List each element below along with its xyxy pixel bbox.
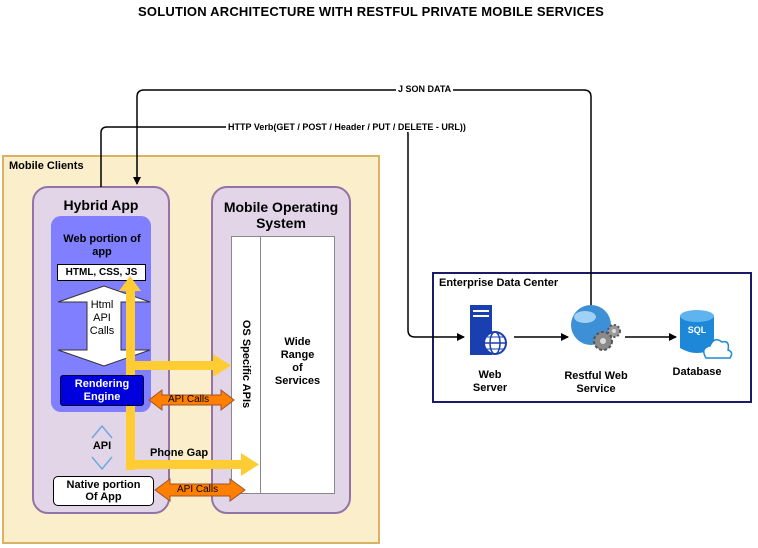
html-api-calls-label: Html API Calls [82, 299, 122, 338]
web-portion-label: Web portion of app [63, 233, 141, 258]
diagram-title: SOLUTION ARCHITECTURE WITH RESTFUL PRIVA… [138, 4, 604, 19]
rendering-engine-line2: Engine [83, 391, 121, 403]
http-verb-connector [100, 126, 465, 341]
wide-range-services-label: Wide Range of Services [260, 336, 335, 388]
mobile-clients-label: Mobile Clients [9, 160, 84, 172]
restful-web-service-icon [571, 305, 621, 351]
mobile-os-title: Mobile Operating System [211, 199, 351, 231]
wide-range-line1: Wide [284, 336, 311, 348]
wide-range-line4: Services [274, 375, 321, 387]
web-server-label: Web Server [460, 369, 520, 395]
database-icon [680, 310, 733, 359]
native-portion-box: Native portion Of App [53, 476, 154, 506]
database-label: Database [672, 366, 722, 378]
http-verb-label: HTTP Verb(GET / POST / Header / PUT / DE… [226, 122, 468, 132]
json-data-label: J SON DATA [396, 84, 454, 94]
web-server-icon [470, 305, 507, 355]
native-portion-line1: Native portion [66, 479, 141, 491]
rendering-engine-line1: Rendering [74, 378, 130, 390]
api-calls-arrow-bottom [154, 478, 246, 502]
api-label: API [92, 440, 112, 452]
mobile-os-title-line1: Mobile Operating [223, 199, 339, 215]
json-data-connector [133, 89, 592, 308]
phone-gap-label: Phone Gap [150, 447, 209, 459]
restful-web-service-label: Restful Web Service [556, 370, 636, 396]
api-calls-arrow-top [148, 388, 235, 412]
api-calls-top-label: API Calls [168, 394, 210, 405]
os-specific-apis-label: OS Specific APIs [240, 319, 252, 409]
wide-range-line2: Range [280, 349, 315, 361]
html-api-calls-line2: API [93, 312, 111, 324]
api-up-chevron [91, 424, 113, 439]
native-portion-line2: Of App [85, 491, 122, 503]
web-server-line1: Web [478, 369, 502, 381]
web-server-line2: Server [472, 382, 508, 394]
rendering-engine-box: Rendering Engine [60, 375, 144, 406]
sql-badge: SQL [687, 325, 707, 335]
restful-line1: Restful Web [564, 370, 628, 382]
html-api-calls-line1: Html [90, 299, 114, 311]
wide-range-line3: of [292, 362, 303, 374]
hybrid-app-title: Hybrid App [63, 197, 139, 213]
restful-line2: Service [576, 383, 616, 395]
html-css-js-box: HTML, CSS, JS [57, 264, 146, 281]
api-down-chevron [91, 456, 113, 471]
mobile-os-title-line2: System [256, 215, 306, 231]
html-api-calls-line3: Calls [89, 325, 115, 337]
wide-range-services-box [260, 236, 335, 494]
api-calls-bottom-label: API Calls [177, 484, 219, 495]
enterprise-data-center-label: Enterprise Data Center [439, 277, 559, 289]
